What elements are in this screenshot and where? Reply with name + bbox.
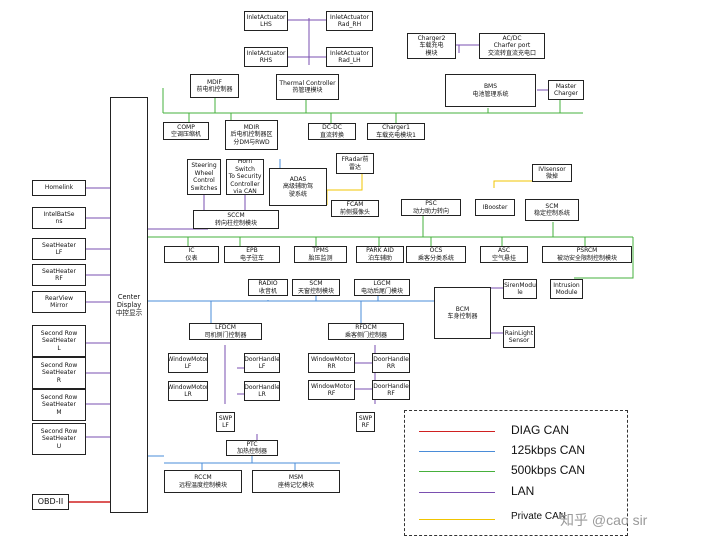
legend-label-500k: 500kbps CAN <box>511 463 586 477</box>
legend-line-500k <box>419 471 495 472</box>
second-row-heater-u-node: Second Row SeatHeater U <box>32 423 86 455</box>
obd-ii-node: OBD-II <box>32 494 69 510</box>
swp-lf-node: SWP LF <box>216 412 235 432</box>
steering-wheel-switches-node: Steering Wheel Control Switches <box>187 159 221 195</box>
legend-label-diag: DIAG CAN <box>511 423 570 437</box>
second-row-heater-r-node: Second Row SeatHeater R <box>32 357 86 389</box>
legend-line-lan <box>419 492 495 493</box>
siren-module-node: SirenModu le <box>503 279 537 299</box>
door-handle-lf-node: DoorHandle LF <box>244 353 280 373</box>
intrusion-module-node: Intrusion Module <box>550 279 583 299</box>
legend-diag-can: DIAG CAN <box>405 423 629 441</box>
window-motor-lr-node: WindowMotor LR <box>168 381 208 401</box>
legend-label-private: Private CAN <box>511 511 567 522</box>
watermark: 知乎 @cao sir <box>560 512 648 528</box>
window-motor-rf-node: WindowMotor RF <box>308 380 355 400</box>
rearview-mirror-node: RearView Mirror <box>32 291 86 313</box>
legend-line-private <box>419 519 495 520</box>
intelbat-sens-node: IntelBatSe ns <box>32 207 86 229</box>
door-handle-lr-node: DoorHandle LR <box>244 381 280 401</box>
legend-125k-can: 125kbps CAN <box>405 443 629 461</box>
second-row-heater-m-node: Second Row SeatHeater M <box>32 389 86 421</box>
legend-line-125k <box>419 451 495 452</box>
door-handle-rr-node: DoorHandle RR <box>372 353 410 373</box>
door-handle-rf-node: DoorHandle RF <box>372 380 410 400</box>
window-motor-rr-node: WindowMotor RR <box>308 353 355 373</box>
swp-rf-node: SWP RF <box>356 412 375 432</box>
legend-lan: LAN <box>405 484 629 502</box>
second-row-heater-l-node: Second Row SeatHeater L <box>32 325 86 357</box>
rainlight-sensor-node: RainLight Sensor <box>503 326 535 348</box>
window-motor-lf-node: WindowMotor LF <box>168 353 208 373</box>
legend-line-diag <box>419 431 495 432</box>
horn-switch-node: Horn Switch To Security Controller via C… <box>226 159 264 195</box>
legend-private-can: Private CAN <box>405 511 629 529</box>
ibooster-node: IBooster <box>475 199 515 216</box>
legend-label-lan: LAN <box>511 484 535 498</box>
seat-heater-rf-node: SeatHeater RF <box>32 264 86 286</box>
fradar-node: FRadar前雷达 <box>336 153 374 174</box>
legend-500k-can: 500kbps CAN <box>405 463 629 481</box>
legend: DIAG CAN 125kbps CAN 500kbps CAN LAN Pri… <box>404 410 628 536</box>
legend-label-125k: 125kbps CAN <box>511 443 586 457</box>
seat-heater-lf-node: SeatHeater LF <box>32 238 86 260</box>
homelink-node: Homelink <box>32 180 86 196</box>
